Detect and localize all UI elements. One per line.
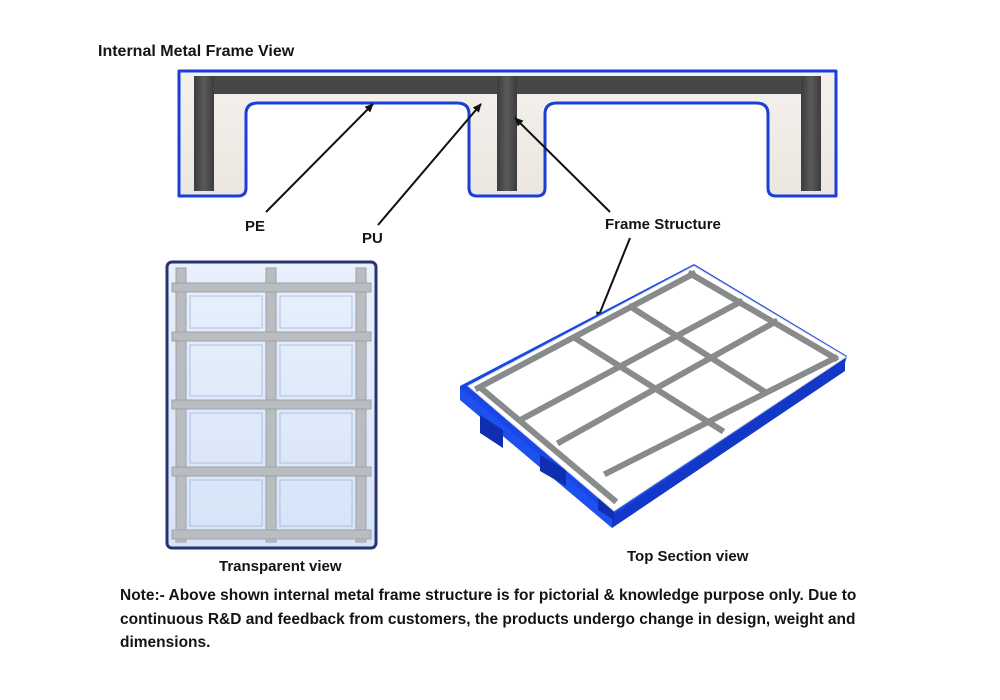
transparent-frame-bars [171,267,372,543]
pu-label: PU [362,230,383,247]
arrow-frame-to-top [596,237,631,321]
internal-frame-view-title: Internal Metal Frame View [98,43,295,60]
pallet-front-face [460,388,612,528]
top-frame-bars [473,269,840,505]
metal-frame-center-post [497,76,517,191]
callout-arrows [265,103,631,321]
top-section-view [460,264,847,528]
metal-frame-right-post [801,76,821,191]
pe-label: PE [245,218,266,235]
pallet-right-face [612,358,845,528]
disclaimer-note: Note:- Above shown internal metal frame … [120,587,857,651]
arrow-pe [265,103,374,213]
transparent-view [165,260,378,550]
frame-structure-label: Frame Structure [605,216,721,233]
internal-frame-section [177,69,838,198]
pallet-foot-left [480,415,503,448]
arrow-pu [377,103,482,226]
top-section-view-caption: Top Section view [627,548,749,565]
arrow-frame-to-section [514,117,611,213]
metal-frame-left-post [194,76,214,191]
pallet-foot-mid [540,455,566,486]
transparent-view-caption: Transparent view [219,558,342,575]
transparent-inner-edges [189,295,353,527]
